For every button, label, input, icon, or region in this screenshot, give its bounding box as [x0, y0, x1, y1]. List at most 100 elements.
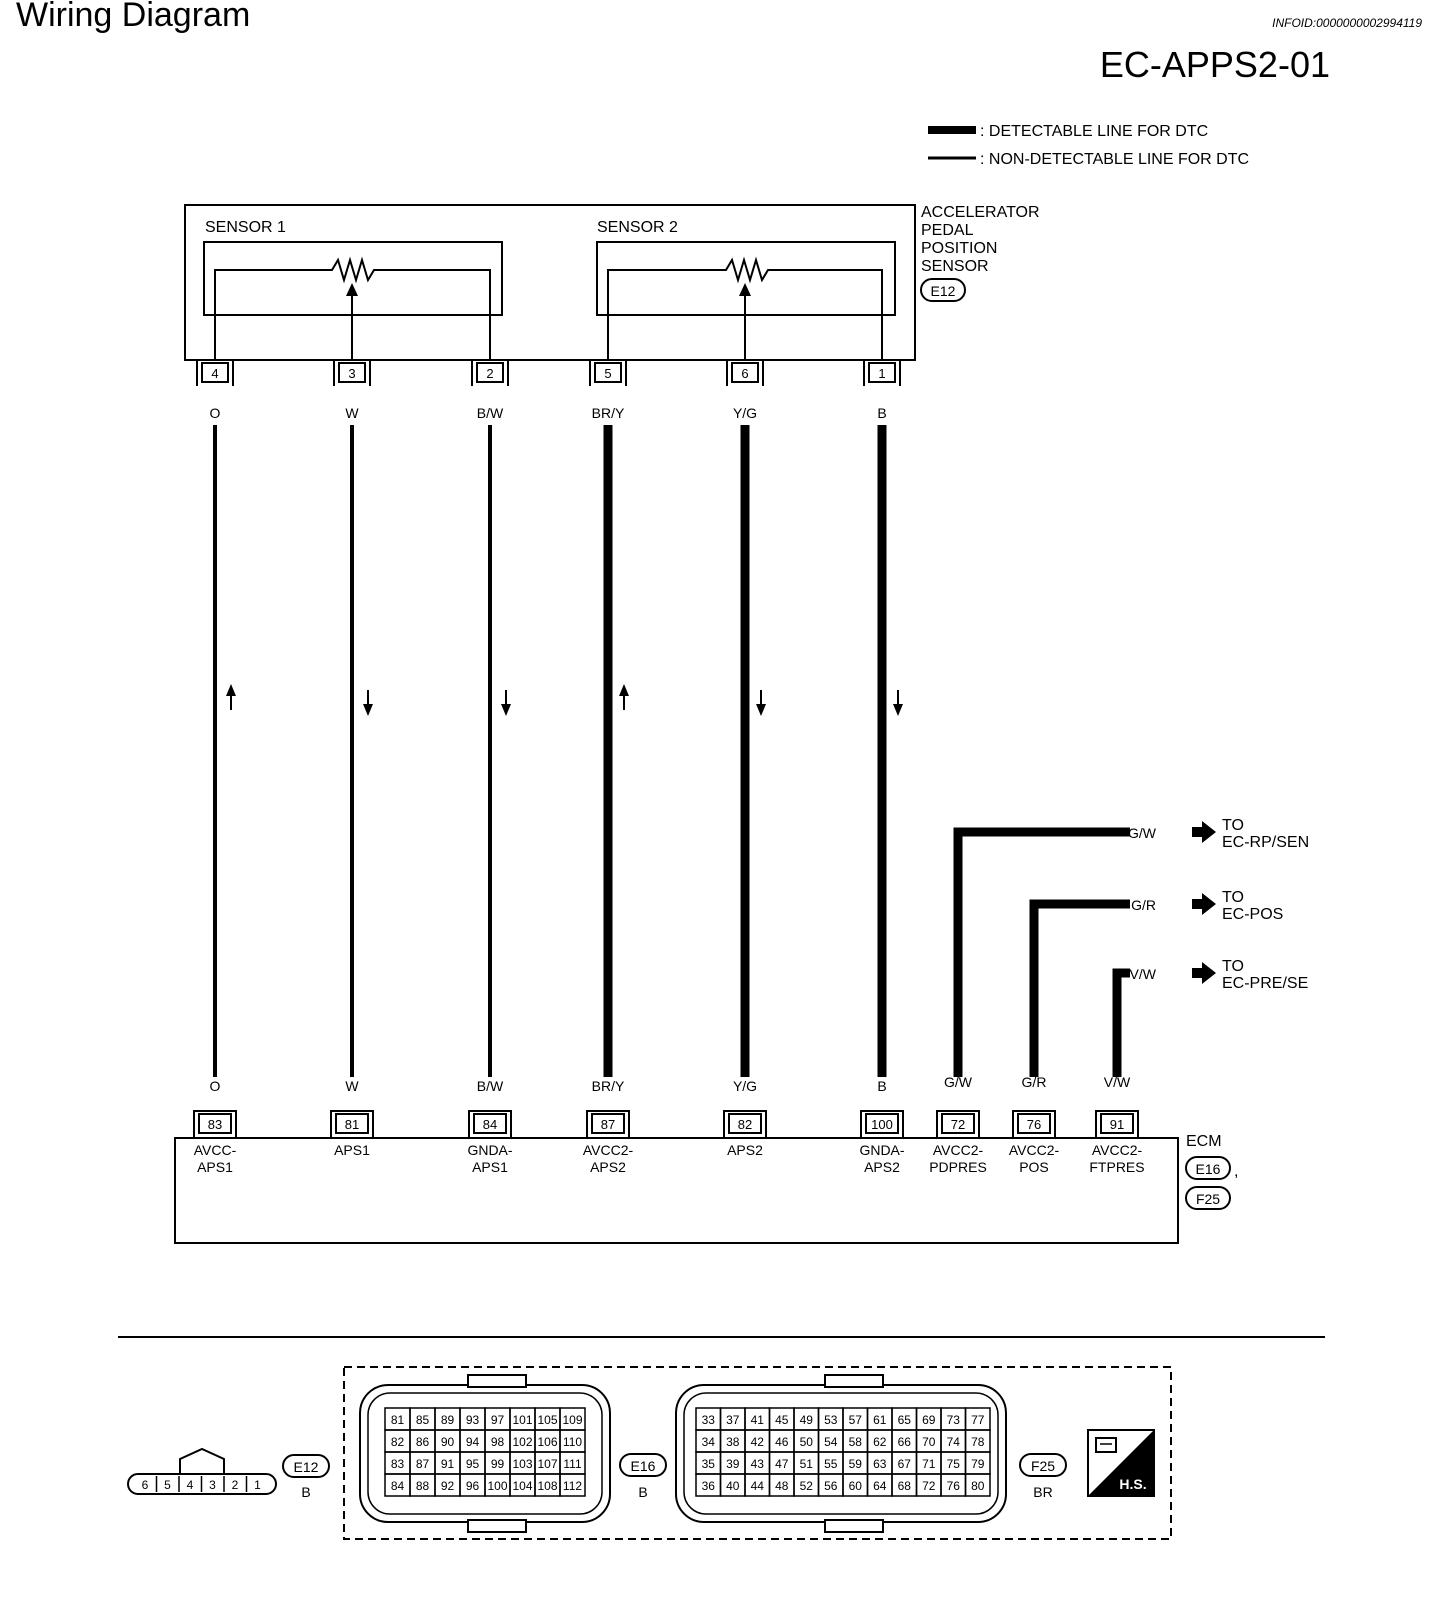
branch-ecm-label-0-1: PDPRES	[929, 1159, 987, 1175]
ecm-label-2-1: APS1	[472, 1159, 508, 1175]
branch-ecm-pin-0-outer	[936, 1110, 980, 1137]
sensor-pin-5-number: 1	[878, 366, 885, 381]
e12-pin-2: 4	[187, 1478, 194, 1492]
branch-ecm-label-1-0: AVCC2-	[1009, 1142, 1060, 1158]
legend: : DETECTABLE LINE FOR DTC : NON-DETECTAB…	[928, 123, 1249, 168]
wire-color-top-3: BR/Y	[592, 405, 625, 421]
sensor-pin-2-outer	[471, 359, 509, 386]
e16-pin-1-2: 90	[441, 1435, 455, 1449]
wire-dir-arrow-4	[756, 704, 766, 716]
f25-pin-3-6: 60	[849, 1479, 863, 1493]
e16-pin-3-6: 108	[537, 1479, 557, 1493]
e16-pin-1-4: 98	[491, 1435, 505, 1449]
e12-connector-latch	[179, 1447, 225, 1474]
ecm-label-3-1: APS2	[590, 1159, 626, 1175]
f25-pin-2-6: 59	[849, 1457, 863, 1471]
f25-pin-2-1: 39	[726, 1457, 740, 1471]
f25-pin-3-8: 68	[898, 1479, 912, 1493]
branch-ecm-label-1-1: POS	[1019, 1159, 1049, 1175]
diagram-code: EC-APPS2-01	[1099, 44, 1330, 85]
harness-side-symbol: H.S.	[1087, 1429, 1155, 1497]
branch-ecm-pin-0-box	[941, 1113, 975, 1134]
e16-pin-3-4: 100	[487, 1479, 507, 1493]
branch-color-0: G/W	[1128, 825, 1157, 841]
wire-dir-arrow-5	[893, 704, 903, 716]
f25-bottom-key	[824, 1519, 884, 1533]
branch-color-bottom-2: V/W	[1104, 1074, 1131, 1090]
ecm-connector-separator: ,	[1234, 1163, 1238, 1180]
ecm-pin-5-box	[865, 1113, 899, 1134]
hs-connector-icon	[1095, 1437, 1117, 1453]
e16-pin-1-1: 86	[416, 1435, 430, 1449]
sensor-pin-5-box	[868, 362, 896, 383]
branch-arrow-0	[1192, 821, 1216, 843]
e16-pin-1-6: 106	[537, 1435, 557, 1449]
f25-pin-1-0: 34	[702, 1435, 716, 1449]
wire-color-bottom-0: O	[210, 1078, 221, 1094]
branch-color-2: V/W	[1130, 966, 1157, 982]
ecm-pin-0-outer	[193, 1110, 237, 1137]
e16-pin-0-4: 97	[491, 1413, 505, 1427]
f25-view-color: BR	[1033, 1484, 1052, 1500]
sensor-pin-4-number: 6	[741, 366, 748, 381]
e16-pin-1-0: 82	[391, 1435, 405, 1449]
e16-bottom-key	[467, 1519, 527, 1533]
wire-dir-arrow-3	[619, 684, 629, 696]
f25-pin-1-9: 70	[922, 1435, 936, 1449]
ecm-connector-e16: E16	[1196, 1161, 1221, 1177]
f25-pin-0-5: 53	[824, 1413, 838, 1427]
e12-pin-4: 2	[232, 1478, 239, 1492]
f25-view-id: F25	[1031, 1458, 1055, 1474]
ecm-pin-5-outer	[860, 1110, 904, 1137]
f25-pin-0-8: 65	[898, 1413, 912, 1427]
e16-view-badge	[619, 1453, 667, 1477]
e12-pin-0: 6	[142, 1478, 149, 1492]
branch-to-2: TO	[1222, 958, 1244, 975]
sensor2-wiper-arrow	[739, 283, 751, 296]
ecm-pin-1-box	[335, 1113, 369, 1134]
sensor-pin-3-box	[594, 362, 622, 383]
f25-pin-0-0: 33	[702, 1413, 716, 1427]
wire-color-bottom-1: W	[345, 1078, 359, 1094]
ecm-connector-f25: F25	[1196, 1191, 1220, 1207]
sensor-pin-0-box	[201, 362, 229, 383]
branch-ecm-pin-2-box	[1100, 1113, 1134, 1134]
e16-pin-2-0: 83	[391, 1457, 405, 1471]
ecm-name: ECM	[1186, 1133, 1222, 1150]
e12-pin-3: 3	[209, 1478, 216, 1492]
f25-pin-2-9: 71	[922, 1457, 936, 1471]
hs-triangle	[1088, 1430, 1154, 1496]
f25-inner-shell	[683, 1392, 999, 1515]
sensor-pin-4-outer	[726, 359, 764, 386]
e16-view-id: E16	[631, 1458, 656, 1474]
sensor-connector-id: E12	[931, 283, 956, 299]
e12-view-id: E12	[294, 1459, 319, 1475]
wire-color-top-0: O	[210, 405, 221, 421]
f25-pin-0-9: 69	[922, 1413, 936, 1427]
e16-inner-shell	[367, 1392, 603, 1515]
sensor-pin-1-box	[338, 362, 366, 383]
branch-ecm-pin-1-box	[1017, 1113, 1051, 1134]
e16-pin-1-3: 94	[466, 1435, 480, 1449]
ecm-pin-1-number: 81	[345, 1117, 359, 1132]
e16-pin-2-1: 87	[416, 1457, 430, 1471]
f25-pin-2-11: 79	[971, 1457, 985, 1471]
page-title: Wiring Diagram	[16, 0, 251, 34]
ecm-pin-1-outer	[330, 1110, 374, 1137]
branch-wire-2	[1112, 968, 1130, 1077]
wire-color-top-5: B	[877, 405, 886, 421]
ecm-pin-2-number: 84	[483, 1117, 497, 1132]
branch-ecm-label-2-1: FTPRES	[1089, 1159, 1144, 1175]
sensor-connector-badge	[920, 278, 966, 302]
e16-top-key	[467, 1374, 527, 1388]
ecm-label-1-0: APS1	[334, 1142, 370, 1158]
e12-view-badge	[282, 1454, 330, 1478]
f25-pin-1-3: 46	[775, 1435, 789, 1449]
e12-connector-body	[127, 1473, 277, 1495]
f25-pin-1-8: 66	[898, 1435, 912, 1449]
branch-arrow-2	[1192, 962, 1216, 984]
f25-top-key	[824, 1374, 884, 1388]
ecm-pin-4-number: 82	[738, 1117, 752, 1132]
ecm-label-5-1: APS2	[864, 1159, 900, 1175]
